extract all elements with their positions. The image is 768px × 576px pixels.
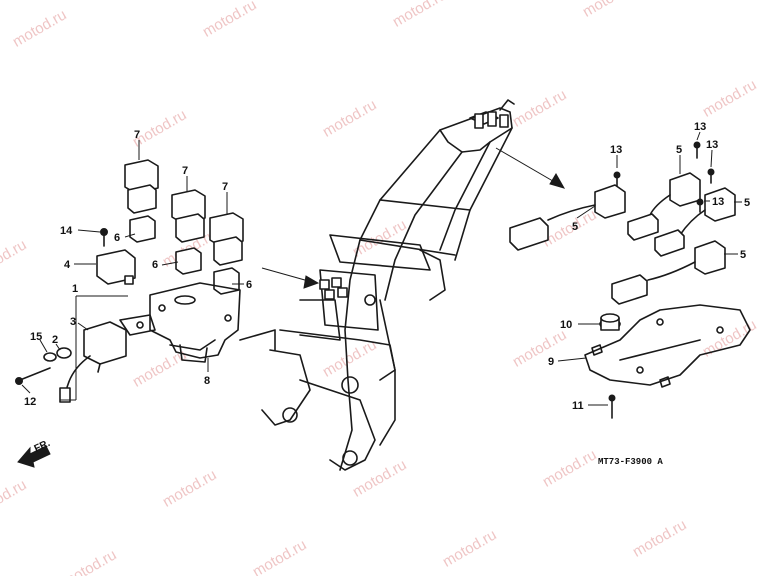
callout-12: 12 bbox=[24, 396, 36, 408]
pointer-arrows bbox=[261, 147, 566, 289]
front-direction-indicator bbox=[17, 445, 51, 468]
callout-7: 7 bbox=[134, 129, 140, 141]
callout-5: 5 bbox=[740, 249, 746, 261]
callout-6: 6 bbox=[246, 279, 252, 291]
solenoid-group bbox=[509, 141, 751, 419]
callout-6: 6 bbox=[114, 232, 120, 244]
callout-6: 6 bbox=[152, 259, 158, 271]
callout-4: 4 bbox=[64, 259, 71, 271]
callout-13: 13 bbox=[694, 121, 706, 133]
callout-15: 15 bbox=[30, 331, 42, 343]
callout-3: 3 bbox=[70, 316, 76, 328]
relay-group bbox=[15, 159, 244, 403]
callout-13: 13 bbox=[712, 196, 724, 208]
callout-2: 2 bbox=[52, 334, 58, 346]
callout-5: 5 bbox=[744, 197, 750, 209]
leader-lines bbox=[21, 131, 742, 406]
callout-5: 5 bbox=[676, 144, 682, 156]
callout-10: 10 bbox=[560, 319, 572, 331]
callout-1: 1 bbox=[72, 283, 78, 295]
frame bbox=[239, 99, 515, 471]
callout-11: 11 bbox=[572, 400, 584, 412]
callout-13: 13 bbox=[706, 139, 718, 151]
callout-5: 5 bbox=[572, 221, 578, 233]
callout-13: 13 bbox=[610, 144, 622, 156]
callout-14: 14 bbox=[60, 225, 73, 237]
diagram-code: MT73-F3900 A bbox=[598, 457, 663, 467]
callout-9: 9 bbox=[548, 356, 554, 368]
callout-8: 8 bbox=[204, 375, 210, 387]
callout-7: 7 bbox=[182, 165, 188, 177]
callout-labels: 7 7 7 14 6 6 6 4 1 3 2 15 12 8 13 13 13 … bbox=[24, 121, 750, 467]
callout-7: 7 bbox=[222, 181, 228, 193]
